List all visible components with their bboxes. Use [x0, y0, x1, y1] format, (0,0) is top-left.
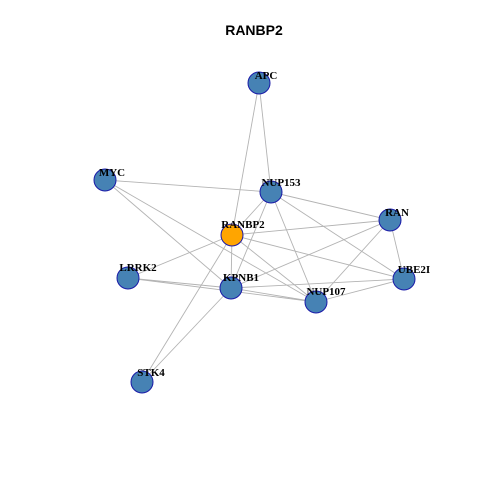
edge-ran-kpnb1: [230, 219, 391, 289]
diagram-title: RANBP2: [225, 22, 283, 38]
edge-kpnb1-stk4: [141, 287, 232, 383]
edge-nup107-ube2i: [315, 278, 405, 303]
edge-apc-nup153: [258, 82, 272, 193]
node-ranbp2[interactable]: [220, 223, 244, 247]
edge-ranbp2-nup107: [231, 234, 317, 303]
node-label-ranbp2: RANBP2: [221, 219, 265, 231]
node-label-apc: APC: [255, 70, 278, 82]
edge-ranbp2-ran: [231, 219, 391, 236]
node-ube2i[interactable]: [392, 267, 416, 291]
node-stk4[interactable]: [130, 370, 154, 394]
edge-ranbp2-ube2i: [231, 234, 405, 280]
edge-myc-kpnb1: [104, 179, 232, 289]
edge-lrrk2-kpnb1: [127, 277, 232, 289]
node-label-lrrk2: LRRK2: [119, 262, 157, 274]
node-ran[interactable]: [378, 208, 402, 232]
edge-layer: [104, 82, 405, 383]
node-label-stk4: STK4: [137, 367, 165, 379]
edge-myc-nup107: [104, 179, 317, 303]
node-label-nup107: NUP107: [306, 286, 346, 298]
node-layer: [93, 71, 416, 394]
node-nup153[interactable]: [259, 180, 283, 204]
edge-nup153-ran: [270, 191, 391, 221]
edge-nup153-ube2i: [270, 191, 405, 280]
edge-apc-ranbp2: [231, 82, 260, 236]
node-label-nup153: NUP153: [261, 177, 301, 189]
node-label-ube2i: UBE2I: [398, 264, 430, 276]
node-label-ran: RAN: [385, 207, 409, 219]
edge-kpnb1-ube2i: [230, 278, 405, 289]
edge-ranbp2-stk4: [141, 234, 233, 383]
node-apc[interactable]: [247, 71, 271, 95]
edge-ran-nup107: [315, 219, 391, 303]
node-myc[interactable]: [93, 168, 117, 192]
node-nup107[interactable]: [304, 290, 328, 314]
edge-ranbp2-lrrk2: [127, 234, 233, 279]
edge-kpnb1-nup107: [230, 287, 317, 303]
node-kpnb1[interactable]: [219, 276, 243, 300]
edge-myc-nup153: [104, 179, 272, 193]
node-label-myc: MYC: [99, 167, 125, 179]
node-label-kpnb1: KPNB1: [223, 272, 259, 284]
node-lrrk2[interactable]: [116, 266, 140, 290]
